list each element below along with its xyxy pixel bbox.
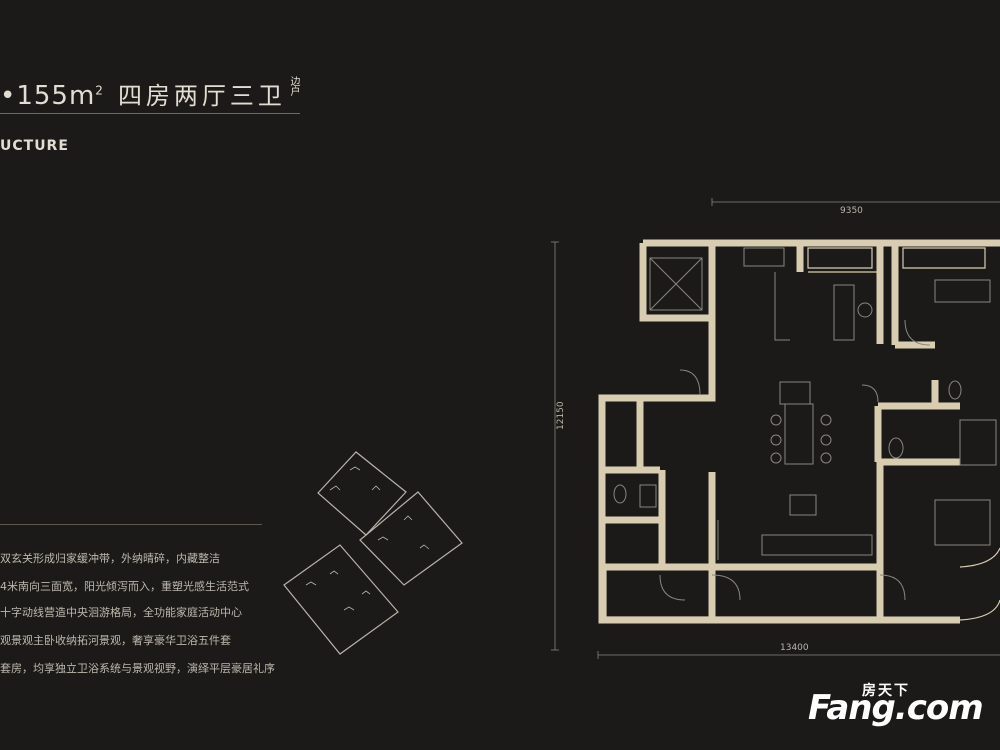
dimension-left: 12150 (556, 401, 566, 430)
feature-item: 观景观主卧收纳拓河景观，奢享豪华卫浴五件套 (0, 634, 231, 647)
layout-type: 四房两厅三卫 (117, 82, 286, 110)
feature-item: 十字动线营造中央洄游格局，全功能家庭活动中心 (0, 606, 242, 619)
watermark-brand: Fang.com (808, 688, 984, 728)
dimension-lines (551, 198, 1000, 659)
area-value: 155m (16, 81, 96, 111)
dimension-bottom: 13400 (780, 643, 809, 653)
layout-title: •155m2 四房两厅三卫边户 (0, 76, 301, 111)
unit-tag: 边户 (287, 76, 299, 96)
area-prefix-icon: • (0, 81, 17, 111)
feature-item: 套房，均享独立卫浴系统与景观视野，演绎平层豪居礼序 (0, 662, 275, 675)
key-plan-diagram (283, 451, 463, 655)
section-label: UCTURE (0, 138, 69, 154)
features-divider (0, 524, 262, 525)
feature-item: 双玄关形成归家缓冲带，外纳晴碎，内藏整洁 (0, 552, 220, 565)
watermark-cn: 房天下 (862, 683, 910, 699)
title-divider (0, 113, 300, 114)
feature-item: 4米南向三面宽，阳光倾泻而入，重塑光感生活范式 (0, 580, 249, 593)
floor-plan (598, 239, 1000, 624)
area-unit-sup: 2 (95, 83, 104, 98)
dimension-top: 9350 (840, 206, 863, 216)
fang-watermark: Fang.com 房天下 (808, 680, 988, 730)
